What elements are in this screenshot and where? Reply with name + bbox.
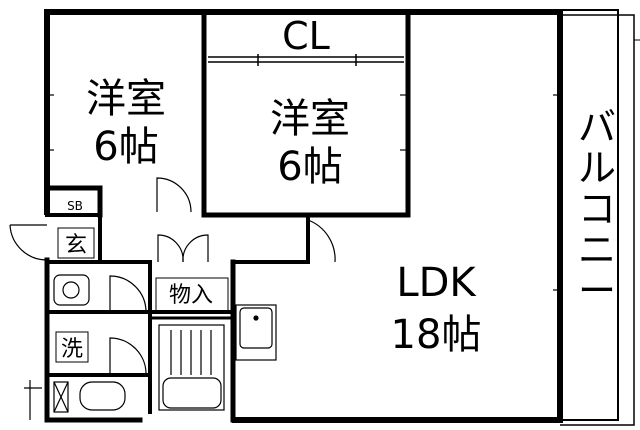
balcony-label: バ ル コ ニ ー bbox=[578, 105, 616, 313]
balcony bbox=[560, 9, 640, 426]
shoe-box-label: SB bbox=[67, 199, 83, 213]
closet-label: CL bbox=[282, 14, 330, 58]
western-room-1-size: 6帖 bbox=[93, 124, 158, 170]
entrance-label: 玄 bbox=[65, 233, 87, 258]
laundry-label: 洗 bbox=[61, 337, 83, 362]
western-room-2-size: 6帖 bbox=[277, 144, 342, 190]
storage-box bbox=[155, 277, 229, 313]
walls bbox=[44, 9, 563, 423]
balcony-char-2: ル bbox=[578, 146, 616, 190]
balcony-char-5: ー bbox=[578, 269, 616, 313]
laundry-box bbox=[55, 331, 89, 363]
doors bbox=[9, 94, 560, 376]
entrance-box bbox=[57, 227, 95, 259]
western-room-1-name: 洋室 bbox=[86, 76, 166, 122]
balcony-char-3: コ bbox=[578, 187, 616, 231]
balcony-char-1: バ bbox=[578, 105, 616, 149]
fixtures bbox=[24, 274, 277, 420]
closet bbox=[208, 54, 404, 66]
ldk-name: LDK bbox=[396, 260, 477, 306]
storage-label: 物入 bbox=[169, 283, 213, 308]
ldk-size: 18帖 bbox=[391, 312, 482, 358]
balcony-char-4: ニ bbox=[578, 228, 616, 272]
western-room-2-name: 洋室 bbox=[270, 96, 350, 142]
